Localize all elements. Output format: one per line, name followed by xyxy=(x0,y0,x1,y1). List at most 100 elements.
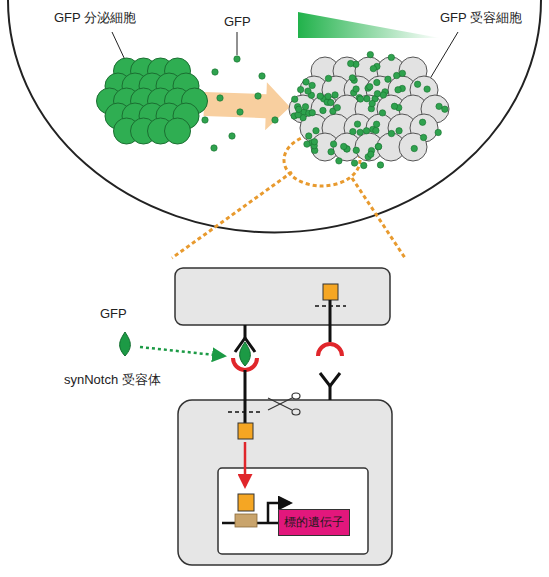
gfp-dot xyxy=(334,104,340,110)
cell-cluster: GFP 分泌細胞 xyxy=(98,52,204,152)
zoom-ring xyxy=(284,134,360,186)
gfp-dot xyxy=(370,65,376,71)
gene-label: 標的遺伝子 xyxy=(284,515,344,529)
gfp-dot xyxy=(328,99,334,105)
gfp-dot xyxy=(375,143,381,149)
gfp-dot xyxy=(442,106,448,112)
gfp-dot xyxy=(336,158,342,164)
gfp-dot xyxy=(272,117,278,123)
gfp-dot xyxy=(380,92,386,98)
receiving-cell xyxy=(311,133,339,161)
diffusion-arrow xyxy=(140,347,224,356)
gfp-dot xyxy=(420,134,426,140)
leader-line xyxy=(237,32,238,55)
gfp-dot xyxy=(320,107,326,113)
gradient-wedge xyxy=(298,12,440,38)
gfp-dot xyxy=(414,81,420,87)
cell-cluster: GFP 受容細胞 xyxy=(290,50,450,170)
gfp-dot xyxy=(211,145,217,151)
receiver-cell xyxy=(178,400,392,565)
gfp-dot xyxy=(330,141,336,147)
gfp-molecule xyxy=(240,342,251,366)
synnotch-receptor xyxy=(315,284,346,356)
gfp-dot xyxy=(354,121,360,127)
scissors-symbol xyxy=(268,393,300,415)
gfp-dot xyxy=(353,147,359,153)
gfp-dot xyxy=(367,51,373,57)
binding-site xyxy=(235,514,257,527)
flow-arrow xyxy=(204,82,290,130)
gfp-dot xyxy=(302,104,308,110)
synnotch-receptor xyxy=(228,358,262,439)
receiving-cell xyxy=(333,133,361,161)
gfp-dot xyxy=(303,79,309,85)
nucleus xyxy=(218,468,368,554)
gfp-dot xyxy=(424,86,430,92)
gfp-dot xyxy=(364,95,370,101)
gfp-molecule xyxy=(120,332,131,356)
gfp-dot xyxy=(234,56,240,62)
molecule-label: GFP xyxy=(224,14,251,30)
gfp-dot xyxy=(373,121,379,127)
gfp-dot xyxy=(363,128,369,134)
gfp-dot xyxy=(296,106,302,112)
secreting-cluster xyxy=(98,52,204,152)
gfp-dot xyxy=(388,54,394,60)
gfp-dot xyxy=(297,86,303,92)
gfp-dot xyxy=(388,130,394,136)
receiving-cell xyxy=(399,133,427,161)
gfp-dot xyxy=(292,96,298,102)
transcription-factor xyxy=(238,494,254,511)
gfp-dot xyxy=(305,88,311,94)
gfp-dot xyxy=(368,151,374,157)
culture-dish xyxy=(8,0,541,232)
gfp-dot xyxy=(385,76,391,82)
gfp-dot xyxy=(419,119,425,125)
gfp-dot xyxy=(317,93,323,99)
flow-arrow-shape xyxy=(204,82,290,130)
translocation-arrow xyxy=(244,442,247,486)
gfp-dot xyxy=(328,149,334,155)
receptor-label: synNotch 受容体 xyxy=(64,372,161,388)
cluster-label: GFP 分泌細胞 xyxy=(54,10,136,26)
gfp-dot xyxy=(202,117,208,123)
gfp-dot xyxy=(391,103,397,109)
gfp-dot xyxy=(237,109,243,115)
gfp-dot xyxy=(311,139,317,145)
gfp-dot xyxy=(313,128,319,134)
gfp-dot xyxy=(259,73,265,79)
gfp-dot xyxy=(357,129,363,135)
gfp-dot xyxy=(332,92,338,98)
gfp-dot xyxy=(353,86,359,92)
gfp-dot xyxy=(229,133,235,139)
gfp-dot xyxy=(436,103,442,109)
zoom-line xyxy=(172,172,292,258)
gfp-dot xyxy=(367,83,373,89)
gfp-dot xyxy=(347,60,353,66)
gfp-dot xyxy=(361,162,367,168)
gfp-dot xyxy=(341,143,347,149)
gfp-dot xyxy=(357,96,363,102)
gfp-dot xyxy=(255,93,261,99)
secreting-cell xyxy=(165,118,191,144)
gfp-dot xyxy=(411,145,417,151)
gfp-dot xyxy=(375,143,381,149)
gfp-dot xyxy=(435,129,441,135)
gfp-binder xyxy=(320,373,340,400)
cluster-label: GFP 受容細胞 xyxy=(440,10,522,26)
signal-cell xyxy=(175,268,390,325)
gfp-dot xyxy=(379,110,385,116)
gfp-dot xyxy=(374,79,380,85)
receiving-cell xyxy=(355,133,383,161)
gfp-dot xyxy=(309,82,315,88)
gfp-dot xyxy=(325,93,331,99)
gfp-dot xyxy=(306,133,312,139)
gfp-dot xyxy=(399,70,405,76)
gfp-dot xyxy=(350,128,356,134)
gfp-dot xyxy=(395,87,401,93)
molecule-label: GFP xyxy=(100,306,127,322)
gfp-dot xyxy=(374,90,380,96)
